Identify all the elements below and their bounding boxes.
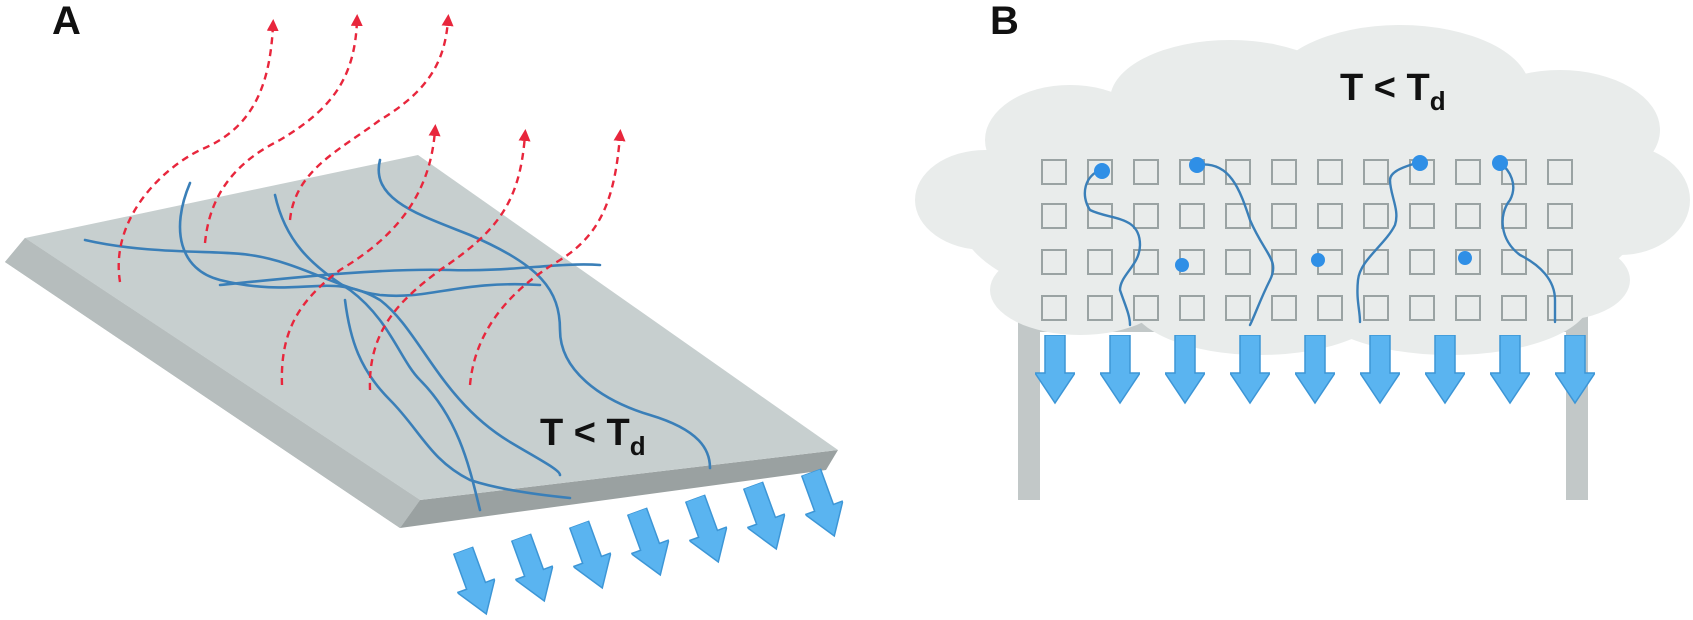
vapor-arrows-a	[117, 14, 626, 391]
fiber-strands-b	[1083, 160, 1557, 327]
panel-a-label: A	[52, 0, 81, 43]
temperature-label-a: T < Td	[540, 412, 646, 461]
temperature-main-a: T < T	[540, 412, 630, 454]
panel-a: A	[5, 0, 854, 620]
flow-arrows-b	[1035, 335, 1595, 404]
temperature-label-b: T < Td	[1340, 67, 1446, 116]
temperature-subscript-a: d	[630, 431, 646, 461]
temperature-subscript-b: d	[1430, 86, 1446, 116]
particles-b	[1094, 155, 1508, 272]
cloud-b	[915, 25, 1690, 355]
fiber-strands-a	[83, 158, 712, 512]
panel-b-label: B	[990, 0, 1019, 43]
panel-b: B	[915, 0, 1690, 500]
plate-a	[5, 155, 838, 528]
temperature-main-b: T < T	[1340, 67, 1430, 109]
